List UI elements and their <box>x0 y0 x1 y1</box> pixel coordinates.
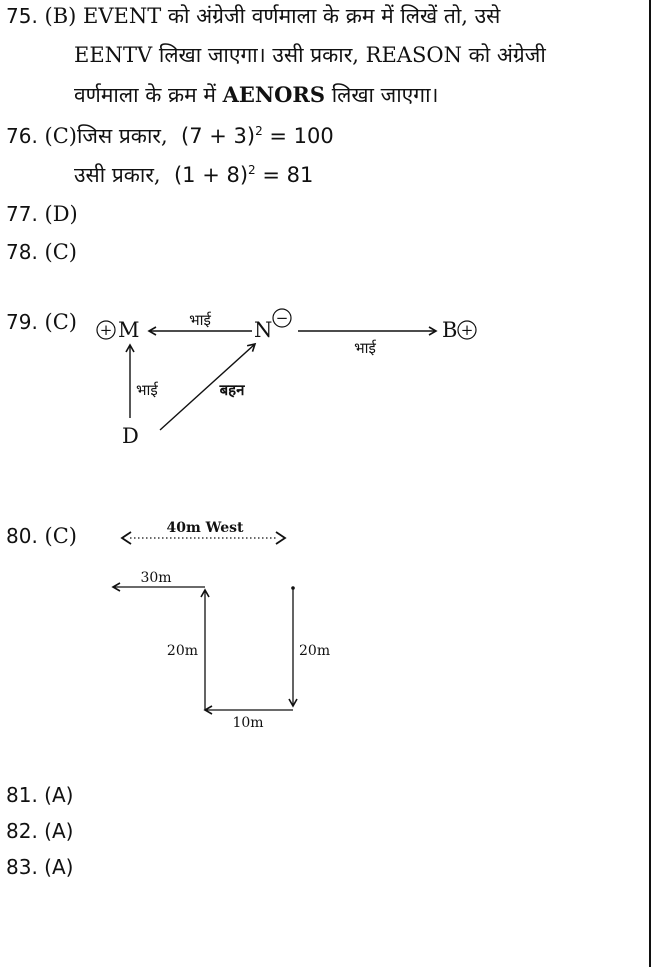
q80-start-dot <box>291 586 295 590</box>
q80-option: (C) <box>44 524 77 548</box>
q80-label-20m-right: 20m <box>299 643 330 659</box>
q75-text-line1: EVENT को अंग्रेजी वर्णमाला के क्रम में ल… <box>83 4 501 28</box>
q75-line3: वर्णमाला के क्रम में AENORS लिखा जाएगा। <box>74 84 439 106</box>
q83-number: 83. <box>6 855 38 879</box>
q78-number: 78. <box>6 240 38 264</box>
right-margin-rule <box>649 0 651 967</box>
q76-prefix-1: जिस प्रकार, <box>76 124 168 148</box>
q79-b-plus-sign: + <box>461 321 474 339</box>
q76-number: 76. <box>6 124 38 148</box>
q75-line1: 75. (B) EVENT को अंग्रेजी वर्णमाला के क्… <box>6 6 500 27</box>
q82-option: (A) <box>44 819 74 843</box>
q79-label-d-n: बहन <box>219 381 246 399</box>
q80-label-20m-left: 20m <box>167 643 198 659</box>
q79-b-gender-circle <box>457 320 477 340</box>
q80-dotted-right-head <box>275 531 287 545</box>
q82-number: 82. <box>6 819 38 843</box>
q79-label-n-b: भाई <box>354 339 377 357</box>
q81-number: 81. <box>6 783 38 807</box>
q79-arrow-d-to-n <box>159 342 257 431</box>
q79-node-b: B <box>442 318 457 342</box>
q75-text-line3-after: लिखा जाएगा। <box>325 83 439 107</box>
q79-number: 79. <box>6 310 38 334</box>
q83-option: (A) <box>44 855 74 879</box>
q76-result-1: = 100 <box>269 124 334 148</box>
q78-line: 78. (C) <box>6 242 77 263</box>
q77-number: 77. <box>6 202 38 226</box>
q79-m-plus-sign: + <box>100 321 113 339</box>
q76-line1: 76. (C)जिस प्रकार, (7 + 3)2 = 100 <box>6 125 334 147</box>
q79-option: (C) <box>44 310 77 334</box>
q79-node-n: N <box>254 318 272 342</box>
q80-label-30m: 30m <box>140 570 171 586</box>
q81-option: (A) <box>44 783 74 807</box>
q76-line2: उसी प्रकार, (1 + 8)2 = 81 <box>74 164 313 186</box>
q79-node-m: M <box>118 318 140 342</box>
q83-line: 83. (A) <box>6 857 73 877</box>
q79-label-m-n: भाई <box>189 311 212 329</box>
q75-answer-word: AENORS <box>222 82 326 107</box>
q79-line: 79. (C) <box>6 312 77 333</box>
q76-prefix-2: उसी प्रकार, <box>74 163 161 187</box>
q75-text-line2: EENTV लिखा जाएगा। उसी प्रकार, REASON को … <box>74 43 546 67</box>
q79-m-gender-circle <box>96 320 116 340</box>
q80-label-10m: 10m <box>232 715 263 731</box>
q75-number: 75. <box>6 4 38 28</box>
q80-direction-diagram: 40m West 30m 20m 20m 10m <box>111 520 330 731</box>
q76-expression-2: (1 + 8) <box>173 163 249 187</box>
q75-option: (B) <box>44 4 77 28</box>
q80-dotted-left-head <box>120 531 132 545</box>
q78-option: (C) <box>44 240 77 264</box>
q80-line: 80. (C) <box>6 526 77 547</box>
q77-option: (D) <box>44 202 78 226</box>
q80-label-top: 40m West <box>166 520 244 536</box>
q82-line: 82. (A) <box>6 821 73 841</box>
q80-number: 80. <box>6 524 38 548</box>
q79-node-d: D <box>122 424 139 448</box>
q79-n-minus-sign: − <box>276 309 289 327</box>
q79-family-diagram: + M N − B + D भाई भाई भाई बहन <box>96 308 477 448</box>
q79-label-d-m: भाई <box>136 381 159 399</box>
q76-exponent-1: 2 <box>255 124 263 138</box>
q76-result-2: = 81 <box>262 163 314 187</box>
q77-line: 77. (D) <box>6 204 78 225</box>
q76-expression-1: (7 + 3) <box>181 124 256 148</box>
q76-option: (C) <box>44 124 77 148</box>
q76-exponent-2: 2 <box>248 163 256 177</box>
q81-line: 81. (A) <box>6 785 73 805</box>
q75-text-line3-before: वर्णमाला के क्रम में <box>74 83 223 107</box>
q79-n-gender-circle <box>272 308 292 328</box>
